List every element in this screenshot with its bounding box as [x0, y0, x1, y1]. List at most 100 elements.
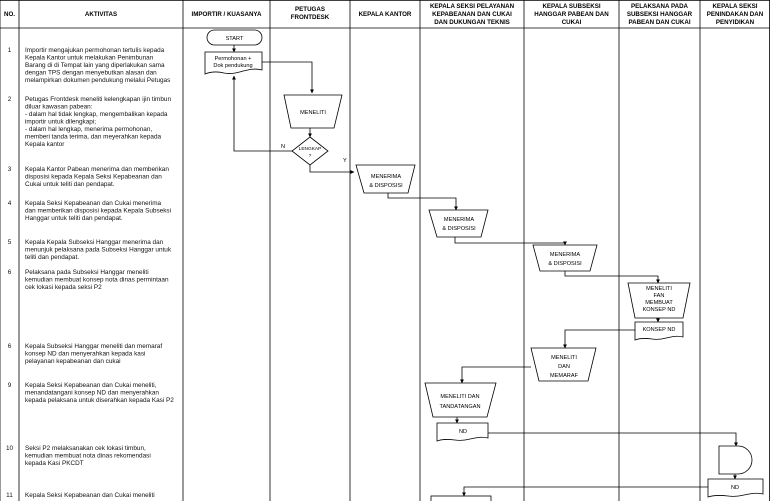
activity-row: 10 Seksi P2 melaksanakan cek lokasi timbu… [6, 445, 151, 467]
activity-text-line: dan memberikan disposisi kepada Kepala S… [25, 208, 171, 215]
activity-text-line: Barang di di Tempat lain yang diperlakuk… [25, 62, 165, 69]
konsep-nd-label: KONSEP ND [643, 327, 676, 333]
activity-text-line: melampirkan dokumen pendukung melalui Pe… [25, 77, 170, 84]
activity-text-line: Kepala Seksi Kepabeanan dan Cukai meneli… [25, 492, 155, 499]
activity-text-line: kepada Kasi PKCDT [25, 460, 84, 467]
activity-text-line: Kepala Seksi Kepabeanan dan Cukai meneri… [25, 200, 162, 207]
connectors: N Y [232, 45, 738, 497]
activity-number: 1 [8, 47, 12, 54]
menerima-kantor-node [355, 164, 416, 194]
menerima-seksi-label-line2: & DISPOSISI [442, 226, 476, 232]
meneliti-subseksi-label-line3: MEMARAF [550, 373, 579, 379]
header-subseksi: KEPALA SUBSEKSI [542, 3, 600, 10]
branch-label-no: N [281, 144, 285, 150]
lengkap-decision [291, 136, 329, 166]
meneliti-subseksi-label-line2: DAN [558, 364, 570, 370]
connector-permohonan-meneliti [262, 61, 314, 94]
activity-text-line: cek lokasi kepada seksi P2 [25, 284, 102, 291]
activity-text-line: Kepala Kantor Pabean menerima dan member… [25, 166, 169, 173]
header-seksi: KEPALA SEKSI PELAYANAN [430, 3, 515, 10]
lengkap-label: LENGKAP [299, 146, 322, 152]
activity-row: 4 Kepala Seksi Kepabeanan dan Cukai mener… [8, 200, 171, 222]
header-penindakan: KEPALA SEKSI [712, 3, 757, 10]
activity-text-line: Hanggar untuk teliti dan pendapat. [25, 215, 123, 222]
nodes: START Permohonan + Dok pendukung MENELIT… [204, 29, 764, 501]
cek-lokasi-delay-node [718, 445, 753, 475]
activity-text-line: diluar kawasan pabean: [25, 104, 93, 111]
branch-label-yes: Y [343, 158, 347, 164]
start-node [206, 29, 263, 46]
header-kantor: KEPALA KANTOR [359, 11, 412, 18]
connector-sub-ks [460, 366, 531, 384]
activity-text-line: Importir mengajukan permohonan tertulis … [25, 47, 165, 54]
connector-konsep-sub [563, 329, 635, 349]
permohonan-document [204, 51, 263, 75]
meneliti-pelaksana-label: MENELITI [646, 286, 672, 292]
permohonan-label: Permohonan + [215, 56, 252, 62]
lengkap-label-line2: ? [309, 153, 312, 159]
activity-list: 1 Importir mengajukan permohonan tertulis… [6, 47, 174, 499]
nd-seksi-label: ND [459, 429, 467, 435]
connector-lengkap-yes [309, 165, 355, 174]
connector-nd-ks [462, 486, 708, 497]
activity-number: 6 [8, 269, 12, 276]
connector-lengkap-no [232, 75, 292, 152]
connector-ks-sub [454, 237, 567, 246]
connector-nd-p2 [488, 432, 738, 447]
meneliti-pelaksana-node [627, 282, 691, 319]
header-penindakan-line2: PENINDAKAN DAN [707, 11, 764, 18]
activity-row: 3 Kepala Kantor Pabean menerima dan membe… [8, 166, 170, 188]
header-no: NO. [4, 11, 15, 18]
activity-text-line: - dalam hal tidak lengkap, mengembalikan… [25, 111, 168, 118]
activity-text-line: Seksi P2 melaksanakan cek lokasi timbun, [25, 445, 146, 452]
activity-text-line: - dalam hal lengkap, menerima permohonan… [25, 126, 152, 133]
meneliti-seksi-node [424, 382, 497, 418]
activity-number: 10 [6, 445, 14, 452]
menerima-subseksi-label: MENERIMA [550, 252, 580, 258]
menerima-subseksi-node [532, 244, 598, 272]
activity-text-line: kemudian membuat konsep nota dinas permi… [25, 277, 169, 284]
meneliti-subseksi-node [530, 347, 597, 382]
meneliti-frontdesk-label: MENELITI [300, 110, 326, 116]
start-label: START [226, 36, 244, 42]
activity-number: 4 [8, 200, 12, 207]
step11-seksi-node [430, 495, 492, 501]
column-headers: NO. AKTIVITAS IMPORTIR / KUASANYA PETUGA… [4, 3, 764, 26]
activity-text-line: Pelaksana pada Subseksi Hanggar meneliti [25, 269, 149, 276]
activity-text-line: Kepala Seksi Kepabeanan dan Cukai meneli… [25, 382, 157, 389]
meneliti-pelaksana-label-line2: FAN [654, 293, 665, 299]
activity-row: 1 Importir mengajukan permohonan tertulis… [8, 47, 171, 84]
connector-kk-ks [387, 193, 458, 211]
activity-text-line: teliti dan pendapat. [25, 254, 79, 261]
menerima-subseksi-label-line2: & DISPOSISI [548, 261, 582, 267]
meneliti-subseksi-label: MENELITI [551, 355, 577, 361]
nd-seksi-document [436, 422, 489, 442]
activity-text-line: Kepala kantor [25, 141, 65, 148]
activity-text-line: dengan TPS dengan menyebutkan alasan dan [25, 70, 157, 77]
activity-text-line: memberi tanda terima, dan meyerahkan kep… [25, 134, 161, 141]
activity-number: 6 [8, 343, 12, 350]
activity-text-line: Kepala Subseksi Hanggar meneliti dan mem… [25, 343, 162, 350]
connector-sub-pel [564, 271, 660, 284]
menerima-kantor-label-line2: & DISPOSISI [369, 183, 403, 189]
menerima-kantor-label: MENERIMA [371, 174, 401, 180]
activity-number: 11 [6, 492, 13, 499]
activity-text-line: konsep ND dan menyerahkan kepada kasi [25, 351, 145, 358]
header-frontdesk: PETUGAS [295, 6, 325, 13]
activity-text-line: disposisi kepada Kepala Seksi Kepabeanan… [25, 174, 162, 181]
activity-text-line: menandatangani konsep ND dan menyerahkan [25, 390, 159, 397]
permohonan-label-line2: Dok pendukung [213, 63, 252, 69]
activity-number: 5 [8, 239, 12, 246]
meneliti-pelaksana-label-line4: KONSEP ND [643, 307, 676, 313]
meneliti-pelaksana-label-line3: MEMBUAT [645, 300, 673, 306]
nd-p2-document [707, 478, 764, 498]
activity-text-line: kepada pelaksana untuk diserahkan kepada… [25, 397, 174, 404]
meneliti-frontdesk-node [283, 94, 343, 129]
header-frontdesk-line2: FRONTDESK [291, 14, 330, 21]
activity-number: 3 [8, 166, 12, 173]
activity-text-line: Petugas Frontdesk meneliti kelengkapan i… [25, 96, 171, 103]
activity-number: 2 [8, 96, 12, 103]
activity-text-line: importir untuk dilengkapi; [25, 119, 96, 126]
